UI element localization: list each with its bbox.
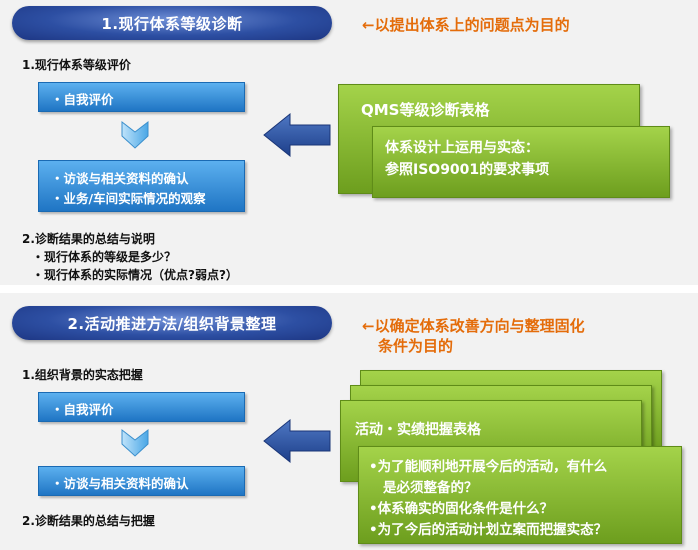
- activity-item-2: •体系确实的固化条件是什么？: [369, 501, 554, 517]
- interview-observation-box: ・访谈与相关资料的确认 ・业务/车间实际情况的观察: [38, 160, 245, 212]
- left-arrow-icon: [263, 112, 331, 158]
- qms-form-detail: 体系设计上运用与实态： 参照ISO9001的要求事项: [372, 126, 670, 198]
- self-evaluation-box: ・自我评价: [38, 82, 245, 112]
- qms-detail-line1: 体系设计上运用与实态：: [385, 140, 539, 156]
- activity-item-1: •为了能顺利地开展今后的活动，有什么: [369, 459, 608, 475]
- section2-title-pill: 2.活动推进方法/组织背景整理: [12, 306, 332, 340]
- qms-detail-line2: 参照ISO9001的要求事项: [385, 162, 550, 178]
- activity-item-1-cont: 是必须整备的？: [383, 480, 478, 496]
- qms-form-title: QMS等级诊断表格: [361, 101, 490, 119]
- section1-title-pill: 1.现行体系等级诊断: [12, 6, 332, 40]
- section2-heading1: 1.组织背景的实态把握: [22, 368, 143, 382]
- interview-box-2: ・访谈与相关资料的确认: [38, 466, 245, 496]
- bullet-actual-state: ・现行体系的实际情况（优点?弱点?）: [32, 268, 238, 282]
- section2-purpose-line2: 条件为目的: [378, 337, 454, 355]
- section2-purpose-line1: ←以确定体系改善方向与整理固化: [362, 317, 585, 335]
- down-arrow-icon: [121, 120, 149, 149]
- section-divider: [0, 285, 698, 293]
- activity-form-detail: •为了能顺利地开展今后的活动，有什么 是必须整备的？ •体系确实的固化条件是什么…: [358, 446, 682, 544]
- down-arrow-icon-2: [121, 428, 149, 457]
- bullet-level: ・现行体系的等级是多少？: [32, 250, 177, 264]
- observation-item: ・业务/车间实际情况的观察: [51, 191, 206, 206]
- activity-item-3: •为了今后的活动计划立案而把握实态？: [369, 522, 608, 538]
- interview-item: ・访谈与相关资料的确认: [51, 171, 189, 186]
- section1-purpose: ←以提出体系上的问题点为目的: [362, 16, 570, 34]
- section2-heading2: 2.诊断结果的总结与把握: [22, 514, 155, 528]
- activity-form-title: 活动・实绩把握表格: [355, 422, 481, 438]
- section1-heading2: 2.诊断结果的总结与说明: [22, 232, 155, 246]
- self-evaluation-label-2: ・自我评价: [51, 402, 114, 417]
- self-evaluation-box-2: ・自我评价: [38, 392, 245, 422]
- self-evaluation-label: ・自我评价: [51, 92, 114, 107]
- left-arrow-icon-2: [263, 418, 331, 464]
- interview-item-2: ・访谈与相关资料的确认: [51, 476, 189, 491]
- section1-heading1: 1.现行体系等级评价: [22, 58, 131, 72]
